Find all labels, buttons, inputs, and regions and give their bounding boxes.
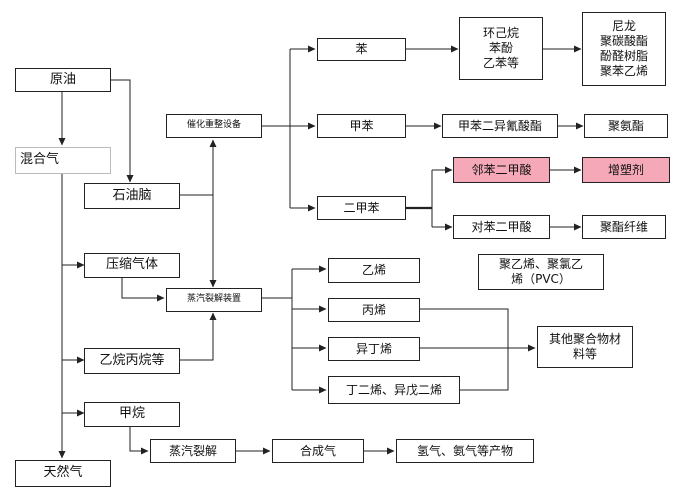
polyester-fiber-node: 聚酯纤维 xyxy=(582,215,666,239)
terephthalic-acid-node: 对苯二甲酸 xyxy=(453,215,550,239)
tdi-node: 甲苯二异氰酸酯 xyxy=(442,114,558,138)
toluene-node: 甲苯 xyxy=(317,114,406,138)
crude-oil-node: 原油 xyxy=(15,68,111,92)
butadiene-node: 丁二烯、异戊二烯 xyxy=(328,376,460,404)
propylene-node: 丙烯 xyxy=(328,298,420,322)
ethane-propane-node: 乙烷丙烷等 xyxy=(84,348,180,374)
polyurethane-node: 聚氨酯 xyxy=(584,114,668,138)
nylon-group-node: 尼龙 聚碳酸酯 酚醛树脂 聚苯乙烯 xyxy=(582,12,666,86)
steam-cracking-node: 蒸汽裂解 xyxy=(150,439,236,463)
ethylene-node: 乙烯 xyxy=(328,258,420,283)
syngas-node: 合成气 xyxy=(272,439,364,463)
reforming-unit-node: 催化重整设备 xyxy=(166,114,262,138)
naphtha-node: 石油脑 xyxy=(84,183,180,209)
plasticizer-node: 增塑剂 xyxy=(582,157,670,183)
cyclohexane-group-node: 环己烷 苯酚 乙苯等 xyxy=(459,17,543,80)
mixed-gas-label: 混合气 xyxy=(15,147,111,174)
other-polymers-node: 其他聚合物材 料等 xyxy=(537,326,633,368)
methane-node: 甲烷 xyxy=(84,402,180,427)
phthalic-acid-node: 邻苯二甲酸 xyxy=(453,157,550,183)
benzene-node: 苯 xyxy=(317,38,406,61)
pe-pvc-node: 聚乙烯、聚氯乙 烯（PVC） xyxy=(478,254,604,290)
compressed-gas-node: 压缩气体 xyxy=(84,253,180,278)
isobutylene-node: 异丁烯 xyxy=(328,337,420,361)
steam-cracker-node: 蒸汽裂解装置 xyxy=(166,288,262,312)
xylene-node: 二甲苯 xyxy=(317,196,406,220)
hydrogen-products-node: 氢气、氨气等产物 xyxy=(396,439,534,463)
natural-gas-node: 天然气 xyxy=(15,460,111,487)
